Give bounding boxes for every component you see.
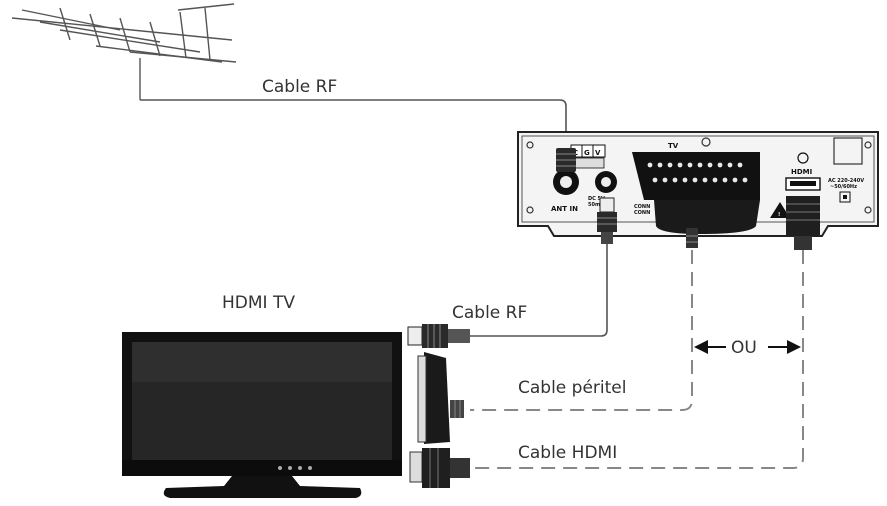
hdmi-power-icon [797, 152, 809, 164]
power-rating-1: AC 220-240V [828, 178, 864, 184]
cable-peritel-label: Cable péritel [518, 378, 626, 398]
cgv-g: G [584, 149, 590, 157]
svg-text:DC 5V: DC 5V [588, 196, 605, 202]
cable-hdmi-line [470, 250, 804, 469]
tv-stand [163, 476, 362, 498]
cable-hdmi-label: Cable HDMI [518, 443, 617, 463]
hdmi-tv-label: HDMI TV [222, 293, 295, 313]
ant-in-label: ANT IN [551, 205, 578, 213]
rf-plug-ant-out [597, 197, 617, 244]
ou-arrow: OU [694, 338, 801, 358]
warning-icon [770, 202, 790, 218]
svg-text:CONN: CONN [634, 210, 650, 216]
cable-rf-antenna-line [140, 99, 567, 150]
tv-label: TV [668, 142, 679, 150]
cable-rf-tv-line [470, 244, 608, 337]
ou-label: OU [731, 338, 757, 358]
scart-plug-tv [417, 352, 464, 444]
scart-plug [654, 200, 760, 234]
hdmi-plug-tv [409, 448, 470, 488]
power-rating-2: ~50/60Hz [830, 184, 857, 190]
hdmi-television: HDMI TV [122, 293, 402, 498]
hdmi-logo: HDMI [791, 168, 812, 176]
svg-text:50mA: 50mA [588, 202, 604, 208]
receiver: C G V ANT IN DC 5V 50mA TV [517, 131, 879, 250]
tv-buttons [278, 466, 312, 470]
scart-socket [632, 152, 760, 200]
cgv-v: V [595, 149, 601, 157]
cable-peritel-line [470, 250, 693, 411]
antenna [11, 3, 237, 100]
svg-text:!: ! [778, 212, 780, 218]
hdmi-plug-receiver [786, 196, 820, 250]
cable-rf-antenna-label: Cable RF [262, 77, 337, 97]
cable-rf-tv-label: Cable RF [452, 303, 527, 323]
rf-plug-tv [407, 324, 470, 348]
conn-label: CONN [634, 204, 650, 210]
